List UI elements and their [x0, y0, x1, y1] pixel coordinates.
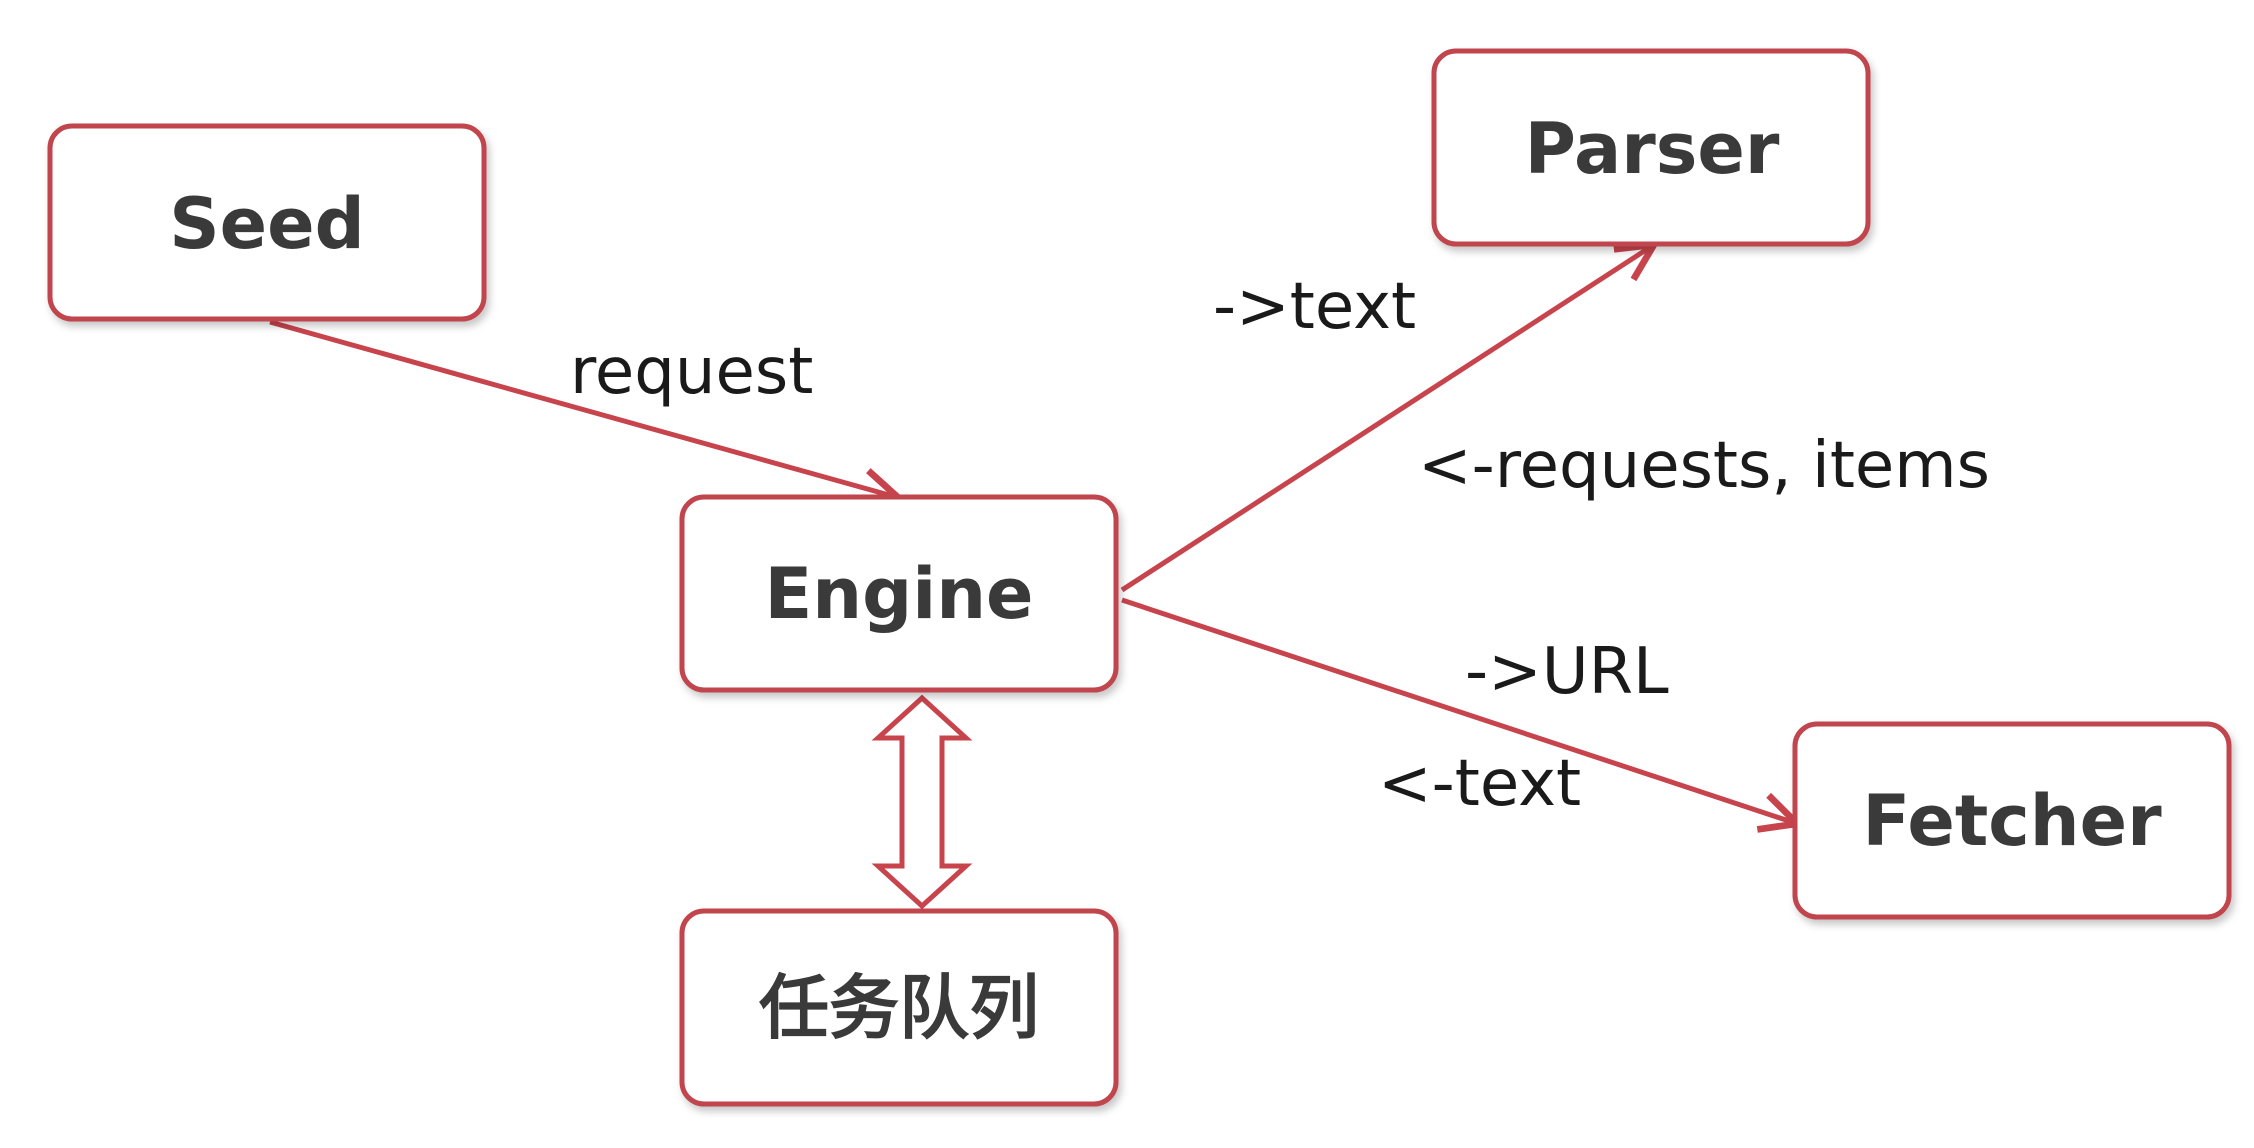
edge-engine-to-parser: ->text <-requests, items: [1120, 246, 1990, 593]
arrow-seed-engine: [269, 319, 896, 497]
node-parser-box: [1431, 48, 1871, 247]
bidirectional-arrow-engine-queue: [871, 694, 973, 910]
node-engine-box: [679, 494, 1119, 693]
node-fetcher: Fetcher: [1792, 721, 2232, 920]
arrow-engine-parser: [1120, 246, 1652, 593]
node-parser-label: Parser: [1525, 108, 1780, 190]
node-task-queue-box: [679, 908, 1119, 1107]
node-seed: Seed: [47, 123, 487, 322]
node-fetcher-label: Fetcher: [1862, 780, 2162, 862]
node-parser: Parser: [1431, 48, 1871, 247]
node-seed-label: Seed: [169, 183, 364, 265]
node-fetcher-box: [1792, 721, 2232, 920]
node-task-queue: 任务队列: [679, 908, 1119, 1107]
arrow-engine-fetcher: [1121, 597, 1795, 823]
edge-engine-to-fetcher: ->URL <-text: [1121, 597, 1795, 823]
edge-label-to-url: ->URL: [1465, 635, 1669, 709]
node-engine-label: Engine: [764, 553, 1033, 635]
edge-label-from-text: <-text: [1378, 747, 1581, 821]
edge-seed-to-engine: request: [269, 319, 896, 497]
node-seed-box: [47, 123, 487, 322]
node-task-queue-label: 任务队列: [759, 967, 1039, 1049]
edge-label-to-text: ->text: [1213, 270, 1416, 344]
edge-label-request: request: [570, 335, 813, 409]
edge-label-requests-items: <-requests, items: [1418, 429, 1990, 503]
node-engine: Engine: [679, 494, 1119, 693]
